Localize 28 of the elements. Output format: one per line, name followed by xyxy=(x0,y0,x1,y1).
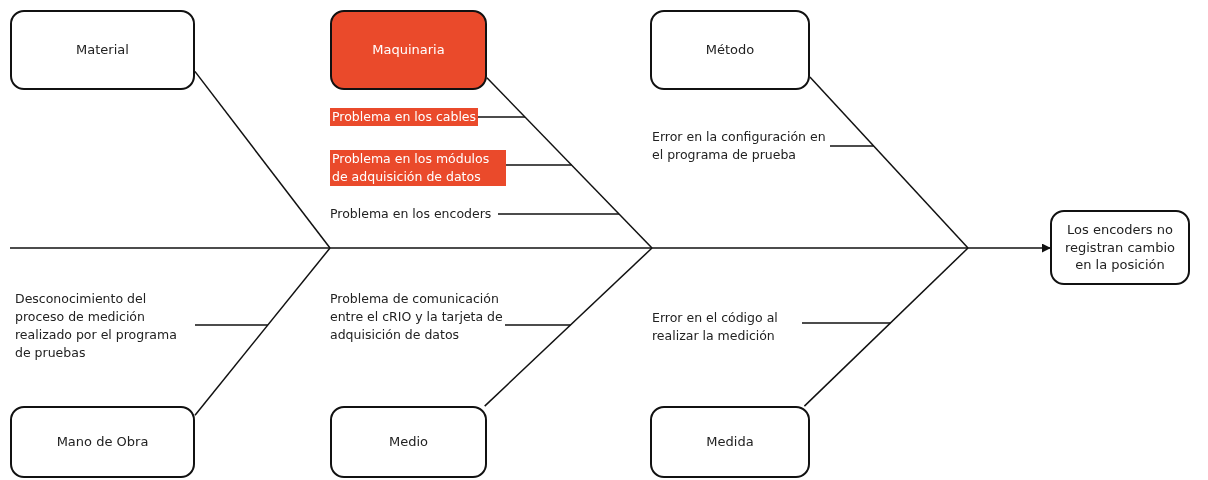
cause-text: Error en la configuración en el programa de prueba xyxy=(652,128,830,165)
spine-arrow xyxy=(9,243,1051,253)
cause-text: Problema en los encoders xyxy=(330,205,498,224)
effect-box: Los encoders no registran cambio en la posición xyxy=(1050,210,1190,285)
cause-text: Problema de comunicación entre el cRIO y la tarjeta de adquisición de datos xyxy=(330,290,505,345)
bone-line xyxy=(483,247,653,407)
cause-text: Desconocimiento del proceso de medición realizado por el programa de pruebas xyxy=(15,290,195,363)
leader-line xyxy=(194,324,269,326)
category-box: Material xyxy=(10,10,195,90)
cause-text: Error en el código al realizar la medición xyxy=(652,309,802,346)
leader-line xyxy=(504,324,572,326)
bone-line xyxy=(194,247,331,416)
category-box: Maquinaria xyxy=(330,10,487,90)
cause-text: Problema en los cables xyxy=(330,108,479,127)
leader-line xyxy=(829,145,875,147)
category-box: Mano de Obra xyxy=(10,406,195,478)
category-box: Método xyxy=(650,10,810,90)
bone-line xyxy=(486,76,653,249)
leader-line xyxy=(801,322,892,324)
leader-line xyxy=(477,116,526,118)
bone-line xyxy=(194,70,331,249)
category-box: Medio xyxy=(330,406,487,478)
category-box: Medida xyxy=(650,406,810,478)
bone-line xyxy=(803,247,969,407)
bone-line xyxy=(809,76,969,249)
leader-line xyxy=(497,213,620,215)
leader-line xyxy=(505,164,573,166)
cause-text: Problema en los módulos de adquisición de datos xyxy=(330,150,506,187)
